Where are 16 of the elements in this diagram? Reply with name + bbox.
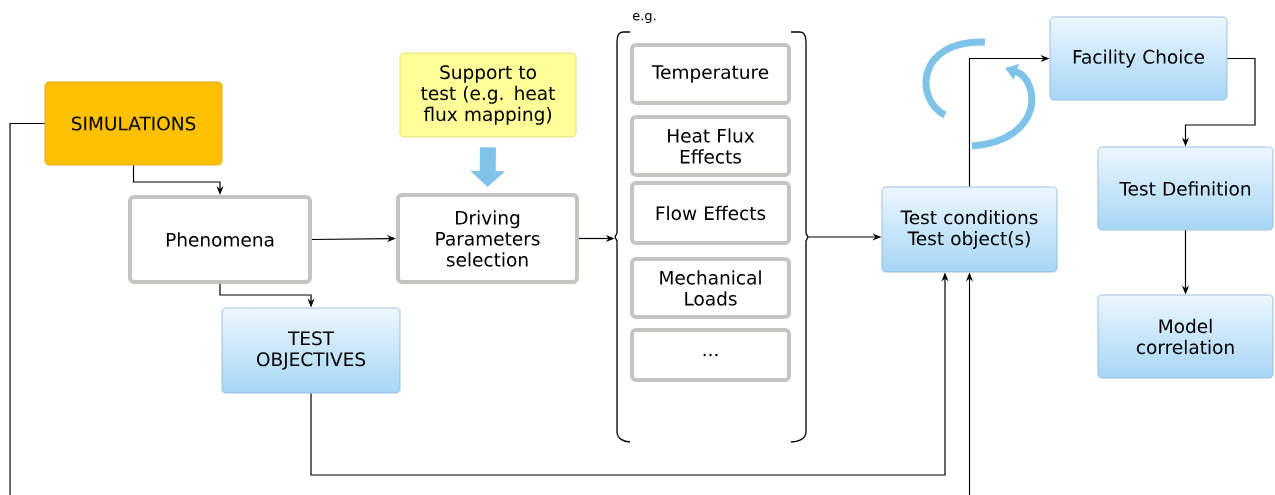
parameter-box: Heat Flux Effects bbox=[630, 115, 791, 177]
process-box: Test Definition bbox=[1097, 146, 1274, 231]
process-box: Facility Choice bbox=[1049, 16, 1228, 101]
process-box: Phenomena bbox=[128, 195, 312, 284]
process-box: Test conditions Test object(s) bbox=[881, 186, 1058, 273]
process-box: Model correlation bbox=[1097, 294, 1274, 379]
process-box: TEST OBJECTIVES bbox=[221, 307, 401, 394]
note-box: Support to test (e.g. heat flux mapping) bbox=[399, 52, 577, 138]
connector-line bbox=[9, 122, 46, 495]
parameter-box: Flow Effects bbox=[630, 181, 791, 245]
process-box: Driving Parameters selection bbox=[396, 193, 579, 284]
parameter-box: ... bbox=[630, 328, 791, 382]
parameter-box: Mechanical Loads bbox=[630, 257, 791, 319]
parameter-box: Temperature bbox=[630, 43, 791, 105]
group-heading: e.g. bbox=[632, 13, 656, 23]
process-box: SIMULATIONS bbox=[44, 81, 223, 166]
